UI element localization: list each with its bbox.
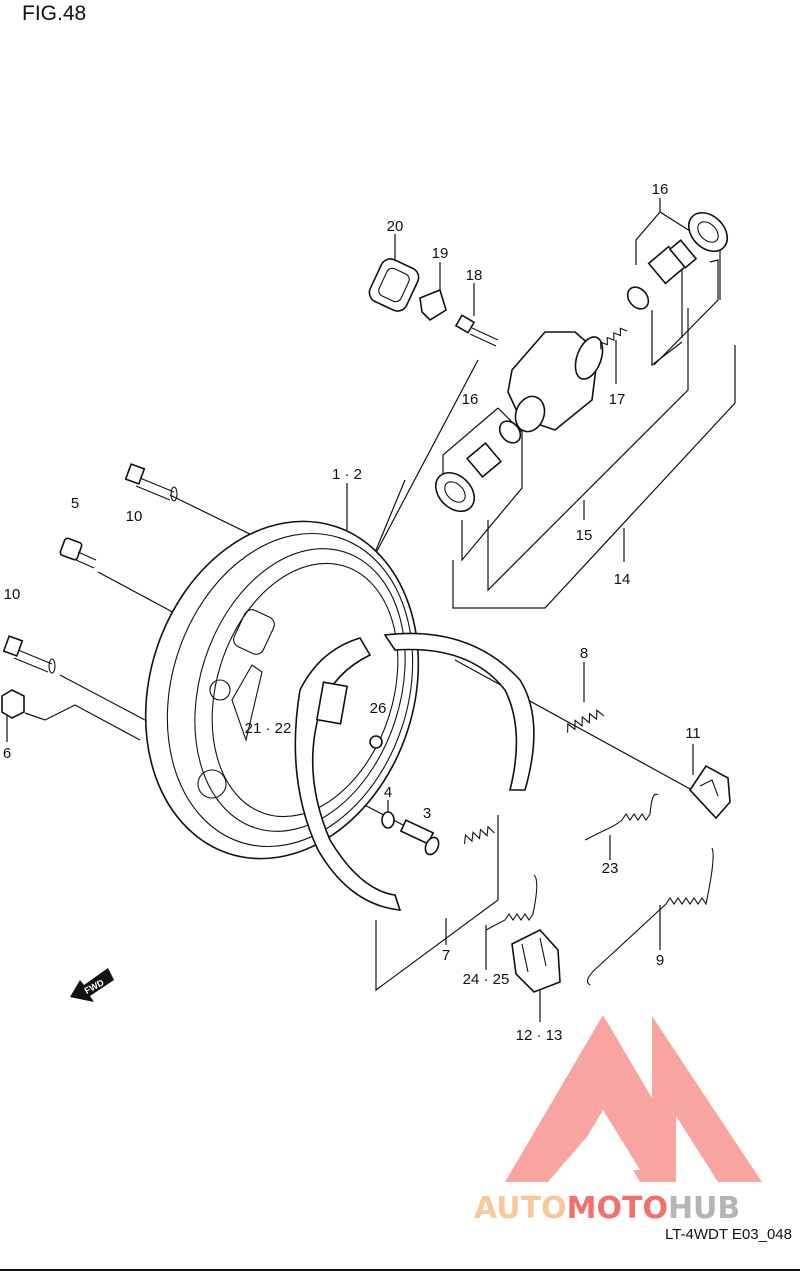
fwd-arrow-icon: FWD <box>70 968 114 1002</box>
callout-1-2: 1 · 2 <box>332 466 362 483</box>
brake-drum-1-2 <box>144 520 420 860</box>
spring-17 <box>600 327 628 350</box>
callout-15: 15 <box>576 527 593 544</box>
washer-4 <box>381 811 395 829</box>
clip-11 <box>688 764 731 820</box>
bolt-10-lower <box>2 635 56 674</box>
callout-4: 4 <box>384 784 392 801</box>
callout-10-lower: 10 <box>4 586 21 603</box>
nut-6 <box>1 689 25 719</box>
bolt-10-upper <box>124 463 178 502</box>
callout-19: 19 <box>432 245 449 262</box>
spring-23 <box>584 793 659 841</box>
piston-16-upper <box>626 239 698 310</box>
callout-11: 11 <box>685 725 701 742</box>
callout-5: 5 <box>71 495 79 512</box>
callout-21-22: 21 · 22 <box>245 720 292 737</box>
callout-18: 18 <box>466 267 483 284</box>
callout-16-upper: 16 <box>652 181 669 198</box>
wheel-cylinder-15 <box>507 331 604 433</box>
bleeder-cap-20 <box>368 258 420 312</box>
washer-26 <box>369 735 383 749</box>
callout-6: 6 <box>3 745 11 762</box>
spring-24-25 <box>485 874 538 931</box>
watermark-word-moto: MOTO <box>567 1191 668 1226</box>
leader-lines <box>6 198 736 1022</box>
callout-14: 14 <box>614 571 631 588</box>
dust-boot-16-upper <box>687 211 729 253</box>
callout-9: 9 <box>656 952 664 969</box>
watermark-logo <box>505 1015 762 1182</box>
bleeder-screw-19 <box>419 288 447 322</box>
callout-10-upper: 10 <box>126 508 143 525</box>
watermark-word-hub: HUB <box>668 1191 740 1226</box>
callout-26: 26 <box>370 700 387 717</box>
callout-3: 3 <box>423 805 431 822</box>
backing-plate <box>197 562 399 818</box>
callout-24-25: 24 · 25 <box>463 971 510 988</box>
adjuster-12-13 <box>511 929 561 993</box>
callout-7: 7 <box>442 947 450 964</box>
spring-8 <box>567 709 605 733</box>
watermark-word-auto: AUTO <box>474 1191 567 1226</box>
brake-shoe-7 <box>294 632 535 911</box>
spring-9 <box>587 847 714 986</box>
callout-8: 8 <box>580 645 588 662</box>
watermark-wordmark: AUTOMOTOHUB <box>474 1191 740 1226</box>
figure-title: FIG.48 <box>22 2 87 25</box>
callout-20: 20 <box>387 218 404 235</box>
svg-text:AUTOMOTOHUB: AUTOMOTOHUB <box>474 1191 740 1226</box>
callout-12-13: 12 · 13 <box>516 1027 563 1044</box>
pin-3 <box>399 819 440 856</box>
dust-boot-16-lower <box>434 471 476 513</box>
callout-labels: 20 19 18 16 16 17 1 · 2 10 5 10 6 15 14 … <box>3 181 701 1044</box>
callout-17: 17 <box>609 391 626 408</box>
bolt-5 <box>59 537 97 569</box>
piston-16-lower <box>465 420 522 479</box>
bolt-18 <box>454 314 499 347</box>
sheet-code: LT-4WDT E03_048 <box>664 1226 792 1243</box>
bottom-border <box>0 1269 800 1271</box>
callout-23: 23 <box>602 860 619 877</box>
callout-16-lower: 16 <box>462 391 479 408</box>
spring-7-lower <box>463 825 495 844</box>
